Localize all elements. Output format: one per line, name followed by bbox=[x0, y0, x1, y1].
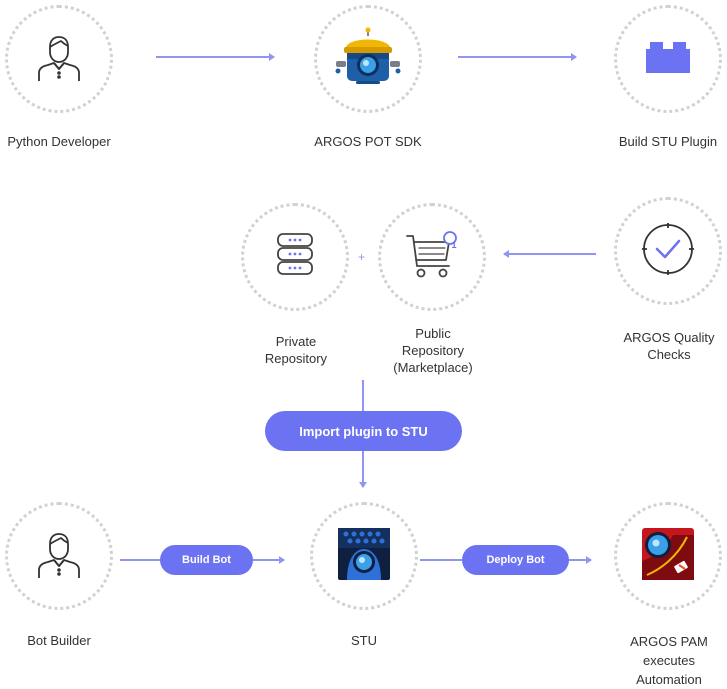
plugin-block-icon bbox=[643, 37, 693, 82]
cart-badge: 1 bbox=[451, 240, 457, 250]
plus-connector: + bbox=[358, 250, 366, 264]
person-icon bbox=[33, 528, 85, 585]
argos-pam-label-line2: executes bbox=[642, 653, 696, 668]
argos-pam-label: ARGOS PAM executes Automation bbox=[604, 632, 727, 689]
arrow-import-to-stu bbox=[359, 451, 367, 488]
build-stu-plugin-node bbox=[614, 5, 722, 113]
public-repository-label-line3: (Marketplace) bbox=[393, 360, 473, 375]
build-stu-plugin-label: Build STU Plugin bbox=[618, 134, 718, 149]
private-repository-label-line1: Private bbox=[275, 334, 317, 349]
argos-quality-checks-label: ARGOS Quality Checks bbox=[604, 329, 727, 363]
argos-pot-sdk-label: ARGOS POT SDK bbox=[314, 134, 422, 149]
deploy-bot-button[interactable]: Deploy Bot bbox=[462, 545, 569, 575]
argos-quality-checks-label-line2: Checks bbox=[647, 347, 691, 362]
argos-pam-label-line3: Automation bbox=[636, 672, 702, 687]
arrow-sdk-to-plugin bbox=[458, 53, 577, 61]
arrow-developer-to-sdk bbox=[156, 53, 275, 61]
private-repository-node bbox=[241, 203, 349, 311]
bot-builder-label: Bot Builder bbox=[27, 633, 91, 648]
pam-app-icon bbox=[641, 527, 695, 586]
connector-repository-to-import bbox=[362, 380, 364, 412]
line-builder-to-build-bot bbox=[120, 559, 162, 561]
build-bot-button[interactable]: Build Bot bbox=[160, 545, 253, 575]
public-repository-label-line1: Public bbox=[415, 326, 451, 341]
check-circle-icon bbox=[640, 221, 696, 282]
python-developer-label: Python Developer bbox=[7, 134, 111, 149]
stu-node bbox=[310, 502, 418, 610]
arrow-deploy-bot-to-pam bbox=[569, 556, 592, 564]
public-repository-label-line2: Repository bbox=[401, 343, 465, 358]
public-repository-node: 1 bbox=[378, 203, 486, 311]
stu-label: STU bbox=[351, 633, 377, 648]
argos-pam-label-line1: ARGOS PAM bbox=[630, 634, 708, 649]
bot-builder-node bbox=[5, 502, 113, 610]
arrow-build-bot-to-stu bbox=[253, 556, 285, 564]
argos-quality-checks-node bbox=[614, 197, 722, 305]
database-icon bbox=[273, 230, 317, 285]
person-icon bbox=[33, 31, 85, 88]
shopping-cart-icon bbox=[405, 230, 459, 285]
import-plugin-button[interactable]: Import plugin to STU bbox=[265, 411, 462, 451]
argos-pam-node bbox=[614, 502, 722, 610]
private-repository-label-line2: Repository bbox=[264, 351, 328, 366]
stu-app-icon bbox=[337, 527, 391, 586]
robot-icon bbox=[332, 27, 404, 92]
public-repository-label: Public Repository (Marketplace) bbox=[373, 325, 493, 376]
argos-quality-checks-label-line1: ARGOS Quality bbox=[623, 330, 715, 345]
line-stu-to-deploy-bot bbox=[420, 559, 464, 561]
arrow-checks-to-repository bbox=[503, 250, 596, 258]
private-repository-label: Private Repository bbox=[246, 333, 346, 367]
python-developer-node bbox=[5, 5, 113, 113]
argos-pot-sdk-node bbox=[314, 5, 422, 113]
